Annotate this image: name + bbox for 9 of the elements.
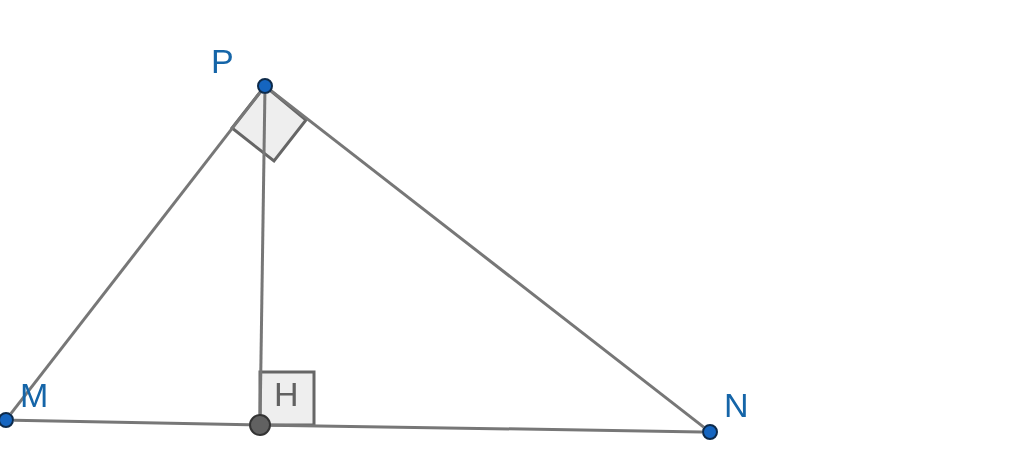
- line-segment: [270, 423, 703, 434]
- line-segment: [9, 91, 262, 415]
- point-label: P: [211, 44, 234, 78]
- point-label: M: [20, 378, 49, 412]
- line-segment: [13, 418, 250, 427]
- line-segment: [270, 89, 705, 429]
- point-label: N: [724, 388, 749, 422]
- point-label: H: [274, 377, 299, 411]
- line-segment: [258, 93, 267, 415]
